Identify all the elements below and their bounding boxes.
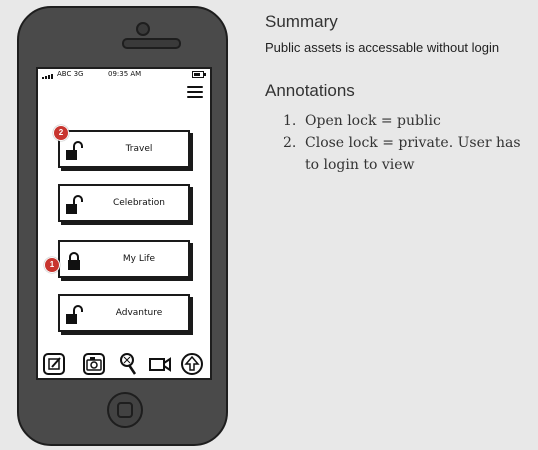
earpiece-speaker: [122, 38, 181, 49]
annotation-badge-1: 1: [44, 257, 60, 273]
annotation-item: 2. Close lock = private. User has to log…: [283, 132, 523, 176]
battery-icon: [192, 71, 206, 78]
album-button-advanture[interactable]: Advanture: [58, 294, 190, 332]
annotation-text: Close lock = private. User has to login …: [305, 135, 521, 173]
status-time: 09:35 AM: [108, 70, 142, 78]
annotation-badge-2: 2: [53, 125, 69, 141]
summary-heading: Summary: [265, 12, 338, 31]
album-button-celebration[interactable]: Celebration: [58, 184, 190, 222]
open-lock-icon: [66, 195, 83, 214]
annotations-list: 1. Open lock = public 2. Close lock = pr…: [283, 110, 523, 176]
home-button[interactable]: [107, 392, 143, 428]
album-label: Advanture: [115, 308, 163, 318]
lollipop-icon[interactable]: [116, 352, 140, 376]
album-label: Travel: [125, 144, 153, 154]
album-button-my-life[interactable]: My Life: [58, 240, 190, 278]
summary-text: Public assets is accessable without logi…: [265, 40, 500, 55]
annotation-number: 2.: [283, 135, 297, 151]
bottom-toolbar: [38, 350, 210, 378]
closed-lock-icon: [68, 252, 80, 270]
annotation-text: Open lock = public: [305, 113, 441, 129]
upload-icon[interactable]: [180, 352, 204, 376]
status-bar: ABC 3G 09:35 AM: [38, 69, 210, 81]
phone-screen: ABC 3G 09:35 AM Travel Celebration My Li…: [36, 67, 212, 380]
album-label: My Life: [122, 254, 156, 264]
annotation-number: 1.: [283, 113, 297, 129]
hamburger-menu-icon[interactable]: [187, 86, 203, 100]
carrier-label: ABC 3G: [57, 70, 84, 78]
annotation-item: 1. Open lock = public: [283, 110, 523, 132]
annotations-heading: Annotations: [265, 81, 355, 100]
camera-icon[interactable]: [82, 352, 106, 376]
album-label: Celebration: [112, 198, 166, 208]
signal-icon: [42, 71, 54, 79]
edit-icon[interactable]: [42, 352, 66, 376]
front-camera: [136, 22, 150, 36]
video-camera-icon[interactable]: [148, 352, 172, 376]
open-lock-icon: [66, 141, 83, 160]
album-button-travel[interactable]: Travel: [58, 130, 190, 168]
open-lock-icon: [66, 305, 83, 324]
